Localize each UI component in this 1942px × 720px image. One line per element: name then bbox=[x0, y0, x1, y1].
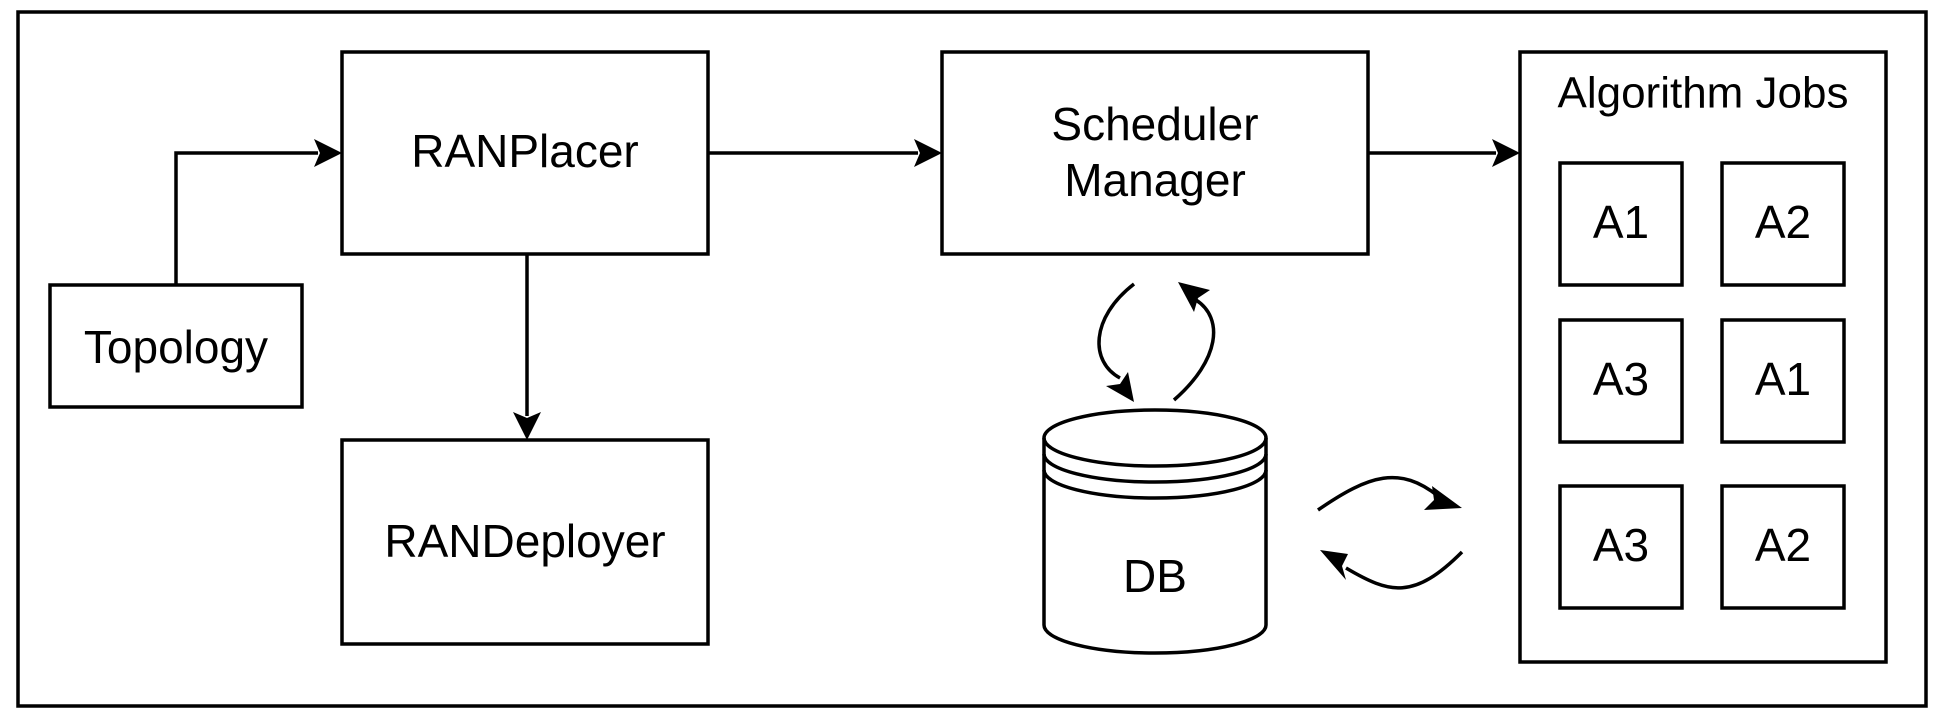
randeployer-label: RANDeployer bbox=[384, 515, 665, 567]
job-box: A3 bbox=[1558, 318, 1684, 444]
db-label: DB bbox=[1123, 550, 1187, 602]
arrow-db-to-algorithm-jobs bbox=[1317, 475, 1462, 512]
topology-label: Topology bbox=[84, 321, 268, 373]
job-box: A2 bbox=[1720, 484, 1846, 610]
job-label: A1 bbox=[1755, 353, 1811, 405]
arrow-algorithm-jobs-to-db bbox=[1320, 550, 1464, 590]
topology-node: Topology bbox=[48, 283, 304, 409]
diagram-frame bbox=[16, 10, 1928, 708]
job-label: A2 bbox=[1755, 196, 1811, 248]
job-box: A2 bbox=[1720, 161, 1846, 287]
db-node: DB bbox=[1042, 408, 1268, 655]
arrow-db-to-scheduler bbox=[1172, 282, 1216, 402]
arrow-scheduler-to-algorithm-jobs bbox=[1368, 139, 1520, 167]
scheduler-label-line2: Manager bbox=[1064, 154, 1246, 206]
algorithm-jobs-label: Algorithm Jobs bbox=[1557, 69, 1848, 118]
arrow-scheduler-to-db bbox=[1097, 282, 1136, 402]
ranplacer-label: RANPlacer bbox=[411, 125, 639, 177]
job-box: A3 bbox=[1558, 484, 1684, 610]
randeployer-node: RANDeployer bbox=[340, 438, 710, 646]
job-box: A1 bbox=[1720, 318, 1846, 444]
arrow-ranplacer-to-randeployer bbox=[513, 254, 541, 440]
ranplacer-node: RANPlacer bbox=[340, 50, 710, 256]
job-label: A2 bbox=[1755, 519, 1811, 571]
job-label: A1 bbox=[1593, 196, 1649, 248]
arrow-topology-to-ranplacer bbox=[174, 139, 342, 285]
algorithm-jobs-node: Algorithm Jobs A1 A2 A3 A1 A3 A2 bbox=[1518, 50, 1888, 664]
job-label: A3 bbox=[1593, 519, 1649, 571]
arrow-ranplacer-to-scheduler bbox=[708, 139, 942, 167]
scheduler-label-line1: Scheduler bbox=[1051, 98, 1258, 150]
scheduler-manager-node: Scheduler Manager bbox=[940, 50, 1370, 256]
job-label: A3 bbox=[1593, 353, 1649, 405]
job-box: A1 bbox=[1558, 161, 1684, 287]
